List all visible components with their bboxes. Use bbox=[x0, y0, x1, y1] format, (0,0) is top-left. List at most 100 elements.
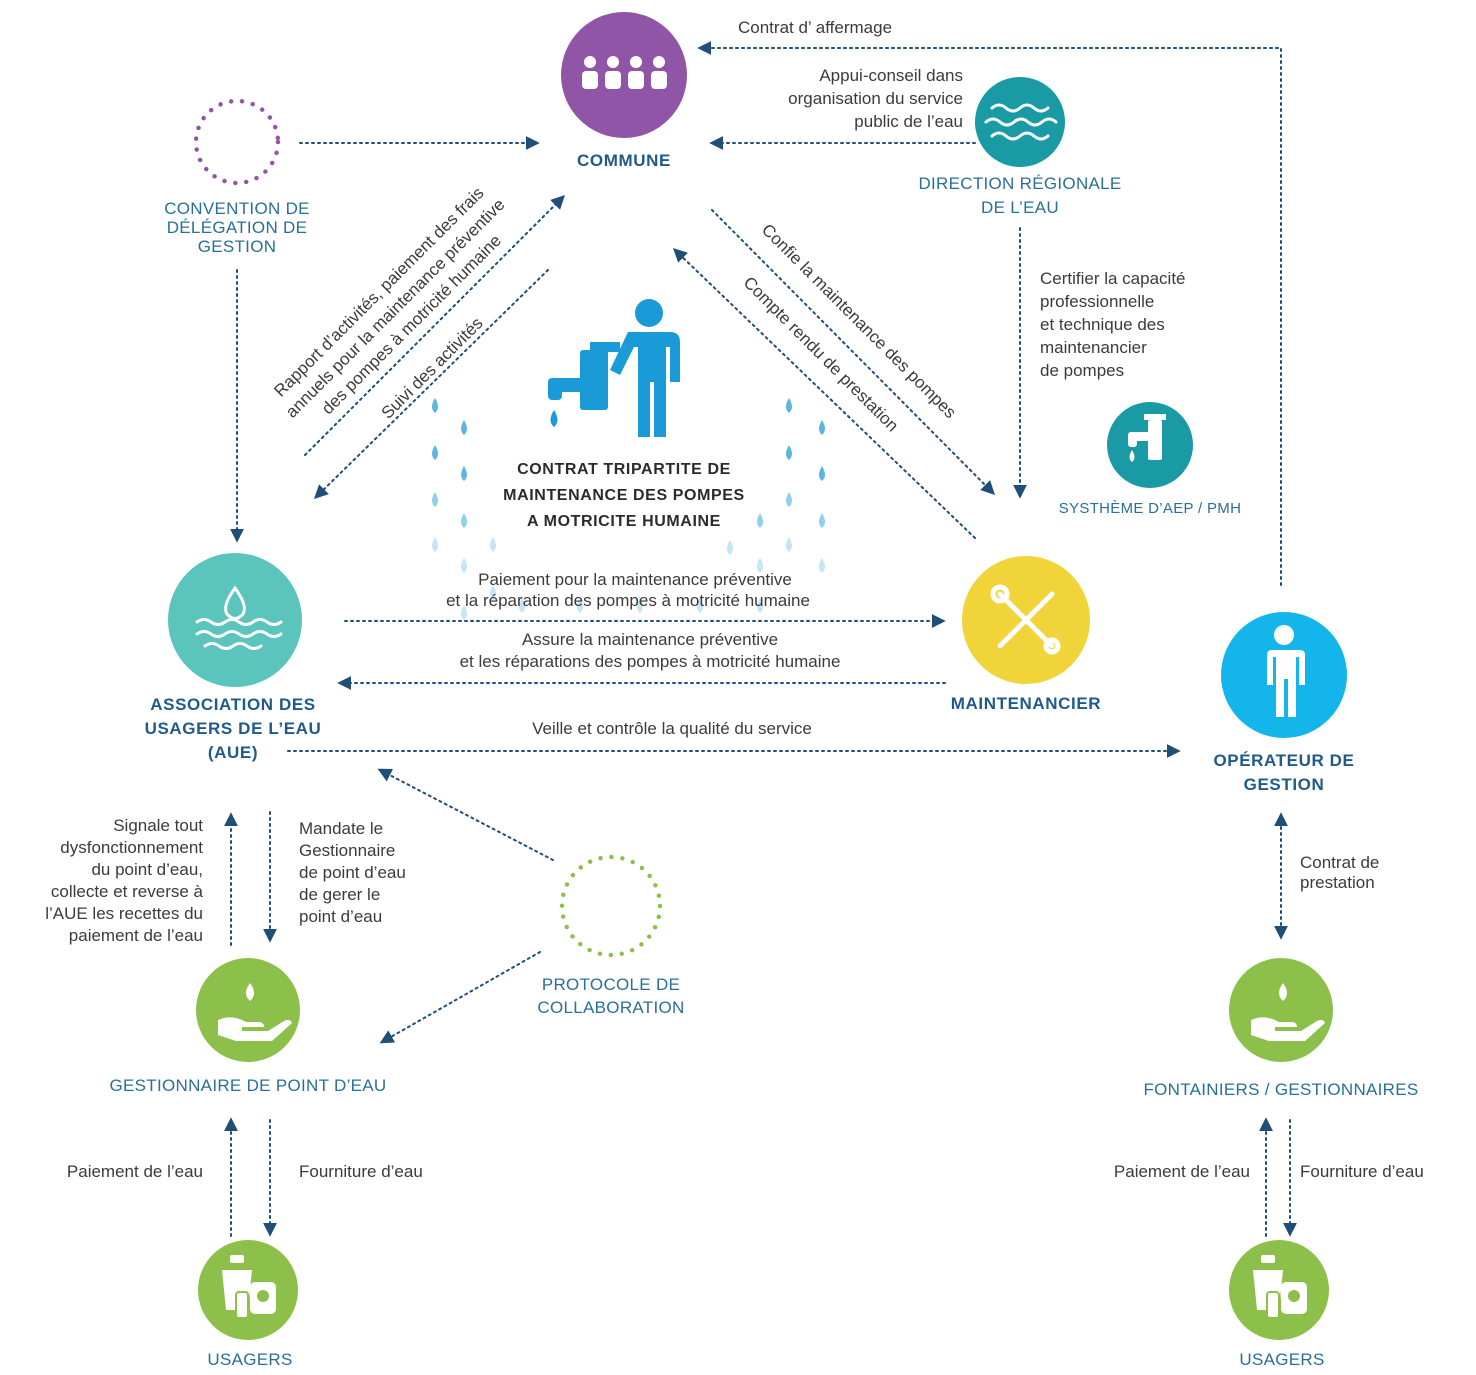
paiement-maintenance-line: et la réparation des pompes à motricité … bbox=[446, 591, 810, 610]
direction-label-line: DE L’EAU bbox=[981, 198, 1059, 217]
operateur-label-line: OPÉRATEUR DE bbox=[1213, 751, 1354, 770]
certifier-line: de pompes bbox=[1040, 361, 1124, 380]
usagers-right-node[interactable] bbox=[1229, 1240, 1329, 1340]
aue-label-line: (AUE) bbox=[208, 743, 258, 762]
protocole-label-line: COLLABORATION bbox=[537, 998, 684, 1017]
paiement-maintenance-label: Paiement pour la maintenance préventive … bbox=[446, 570, 810, 610]
center-title-line: CONTRAT TRIPARTITE DE bbox=[517, 461, 731, 478]
convention-label-line: GESTION bbox=[198, 237, 277, 256]
aue-label-line: USAGERS DE L’EAU bbox=[145, 719, 322, 738]
direction-node[interactable] bbox=[975, 77, 1065, 167]
center-illustration bbox=[432, 299, 825, 620]
usagers-right-label: USAGERS bbox=[1239, 1350, 1324, 1369]
appui-conseil-line: public de l’eau bbox=[854, 112, 963, 131]
systeme-label: SYSTHÈME D’AEP / PMH bbox=[1059, 500, 1241, 517]
convention-ring bbox=[193, 98, 281, 186]
hand-pump-icon bbox=[548, 342, 620, 427]
water-drops bbox=[432, 398, 825, 620]
maintenancier-node[interactable] bbox=[962, 556, 1090, 684]
protocole-label-line: PROTOCOLE DE bbox=[542, 975, 680, 994]
appui-conseil-line: organisation du service bbox=[788, 89, 963, 108]
signale-line: Signale tout bbox=[113, 816, 203, 835]
compte-rendu-label: Compte rendu de prestation bbox=[740, 273, 902, 435]
commune-label: COMMUNE bbox=[577, 151, 671, 170]
edge-affermage bbox=[697, 41, 1282, 586]
direction-label: DIRECTION RÉGIONALE DE L’EAU bbox=[918, 174, 1121, 217]
appui-conseil-line: Appui-conseil dans bbox=[819, 66, 963, 85]
assure-line: et les réparations des pompes à motricit… bbox=[460, 652, 841, 671]
fontainiers-label: FONTAINIERS / GESTIONNAIRES bbox=[1143, 1080, 1418, 1099]
contrat-affermage-label: Contrat d’ affermage bbox=[738, 18, 892, 37]
contrat-prestation-label: Contrat de prestation bbox=[1300, 853, 1379, 892]
contrat-prestation-line: prestation bbox=[1300, 873, 1375, 892]
aue-label-line: ASSOCIATION DES bbox=[150, 695, 315, 714]
rapport-line: annuels pour la maintenance préventive bbox=[282, 195, 509, 422]
waves-icon bbox=[984, 103, 1058, 141]
paiement-maintenance-line: Paiement pour la maintenance préventive bbox=[478, 570, 792, 589]
convention-label: CONVENTION DE DÉLÉGATION DE GESTION bbox=[164, 199, 310, 256]
systeme-node[interactable] bbox=[1107, 402, 1193, 488]
water-drop-waves-icon bbox=[195, 585, 283, 650]
hand-drop-icon bbox=[218, 983, 292, 1041]
tap-icon bbox=[1128, 414, 1166, 462]
operateur-label-line: GESTION bbox=[1244, 775, 1325, 794]
household-goods-icon bbox=[1253, 1255, 1307, 1319]
mandate-line: Gestionnaire bbox=[299, 841, 395, 860]
fourniture-right-label: Fourniture d’eau bbox=[1300, 1162, 1424, 1181]
mandate-line: Mandate le bbox=[299, 819, 383, 838]
assure-label: Assure la maintenance préventive et les … bbox=[460, 630, 841, 671]
signale-line: dysfonctionnement bbox=[60, 838, 203, 857]
tools-icon bbox=[990, 584, 1061, 655]
gestionnaire-label: GESTIONNAIRE DE POINT D’EAU bbox=[110, 1076, 387, 1095]
people-group-icon bbox=[582, 56, 667, 89]
assure-line: Assure la maintenance préventive bbox=[522, 630, 778, 649]
fourniture-left-label: Fourniture d’eau bbox=[299, 1162, 423, 1181]
contrat-prestation-line: Contrat de bbox=[1300, 853, 1379, 872]
connectors bbox=[224, 41, 1297, 1237]
fontainiers-node[interactable] bbox=[1229, 958, 1333, 1062]
usagers-left-label: USAGERS bbox=[207, 1350, 292, 1369]
aue-label: ASSOCIATION DES USAGERS DE L’EAU (AUE) bbox=[145, 695, 322, 762]
appui-conseil-label: Appui-conseil dans organisation du servi… bbox=[788, 66, 963, 131]
mandate-line: de point d’eau bbox=[299, 863, 406, 882]
mandate-line: de gerer le bbox=[299, 885, 380, 904]
convention-label-line: CONVENTION DE bbox=[164, 199, 310, 218]
center-title-line: MAINTENANCE DES POMPES bbox=[503, 487, 745, 504]
hand-drop-icon bbox=[1251, 983, 1325, 1041]
operateur-label: OPÉRATEUR DE GESTION bbox=[1213, 751, 1354, 794]
center-title-line: A MOTRICITE HUMAINE bbox=[527, 513, 721, 530]
mandate-label: Mandate le Gestionnaire de point d’eau d… bbox=[299, 819, 406, 926]
certifier-line: maintenancier bbox=[1040, 338, 1147, 357]
signale-line: du point d’eau, bbox=[91, 860, 203, 879]
veille-label: Veille et contrôle la qualité du service bbox=[532, 719, 812, 738]
certifier-line: Certifier la capacité bbox=[1040, 269, 1186, 288]
protocole-label: PROTOCOLE DE COLLABORATION bbox=[537, 975, 684, 1017]
center-title: CONTRAT TRIPARTITE DE MAINTENANCE DES PO… bbox=[503, 461, 745, 530]
maintenancier-label: MAINTENANCIER bbox=[951, 694, 1101, 713]
operator-person-icon bbox=[1267, 625, 1305, 717]
signale-line: l’AUE les recettes du bbox=[45, 904, 203, 923]
signale-label: Signale tout dysfonctionnement du point … bbox=[45, 816, 203, 945]
protocole-ring bbox=[559, 854, 663, 958]
edge-suivi bbox=[313, 269, 549, 499]
edge-protocole-aue bbox=[377, 768, 554, 861]
certifier-label: Certifier la capacité professionnelle et… bbox=[1040, 269, 1186, 380]
convention-label-line: DÉLÉGATION DE bbox=[167, 218, 308, 237]
usagers-left-node[interactable] bbox=[198, 1240, 298, 1340]
certifier-line: professionnelle bbox=[1040, 292, 1154, 311]
direction-label-line: DIRECTION RÉGIONALE bbox=[918, 174, 1121, 193]
signale-line: paiement de l’eau bbox=[69, 926, 203, 945]
household-goods-icon bbox=[222, 1255, 276, 1319]
operateur-node[interactable] bbox=[1221, 612, 1347, 738]
signale-line: collecte et reverse à bbox=[51, 882, 204, 901]
aue-node[interactable] bbox=[168, 553, 302, 687]
edge-confie bbox=[711, 209, 995, 495]
compte-rendu-line: Compte rendu de prestation bbox=[740, 273, 902, 435]
gestionnaire-node[interactable] bbox=[196, 958, 300, 1062]
person-icon bbox=[610, 299, 680, 437]
paiement-eau-left-label: Paiement de l’eau bbox=[67, 1162, 203, 1181]
paiement-eau-right-label: Paiement de l’eau bbox=[1114, 1162, 1250, 1181]
edge-rapport bbox=[304, 195, 565, 456]
commune-node[interactable] bbox=[561, 12, 687, 138]
